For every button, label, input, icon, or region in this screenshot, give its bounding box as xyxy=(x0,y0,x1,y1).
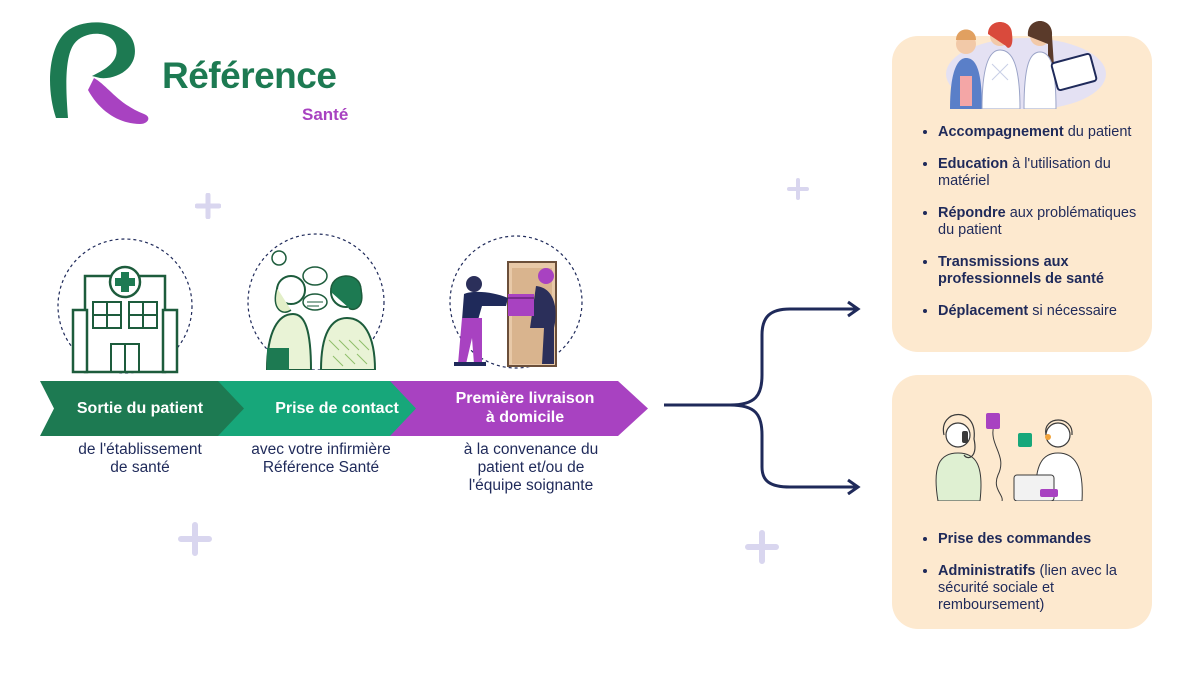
admin-services-card: Prise des commandes Administratifs (lien… xyxy=(892,375,1152,629)
nurse-patient-icon xyxy=(247,233,385,370)
nurses-icon xyxy=(946,21,1106,109)
step-2-label: Prise de contact xyxy=(275,400,399,417)
brand-name: Référence xyxy=(162,55,337,96)
step-1-description: de l'établissement de santé xyxy=(78,441,202,476)
brand-logo-icon xyxy=(50,22,149,124)
nursing-services-list: Accompagnement du patient Education à l'… xyxy=(916,124,1154,335)
admin-services-list: Prise des commandes Administratifs (lien… xyxy=(916,531,1158,629)
process-banner xyxy=(40,381,648,436)
plus-icon xyxy=(787,178,809,200)
list-item: Transmissions aux professionnels de sant… xyxy=(938,254,1154,288)
home-delivery-icon xyxy=(449,235,583,369)
step-2-chevron xyxy=(218,381,438,436)
step-1-chevron xyxy=(40,381,266,436)
hospital-icon xyxy=(57,238,193,374)
step-3-label: Première livraison à domicile xyxy=(455,390,595,426)
step-3-description: à la convenance du patient et/ou de l'éq… xyxy=(463,441,599,494)
list-item: Administratifs (lien avec la sécurité so… xyxy=(938,563,1158,614)
step-2-description: avec votre infirmière Référence Santé xyxy=(251,441,391,476)
plus-icon xyxy=(178,522,212,556)
list-item: Accompagnement du patient xyxy=(938,124,1154,141)
list-item: Education à l'utilisation du matériel xyxy=(938,156,1154,190)
call-center-icon xyxy=(935,413,1083,501)
list-item: Déplacement si nécessaire xyxy=(938,303,1154,320)
list-item: Répondre aux problématiques du patient xyxy=(938,205,1154,239)
plus-icon xyxy=(745,530,779,564)
step-1-label: Sortie du patient xyxy=(76,400,204,417)
branch-connector xyxy=(664,300,861,495)
plus-icon xyxy=(195,193,221,219)
list-item: Prise des commandes xyxy=(938,531,1158,548)
nursing-services-card: Accompagnement du patient Education à l'… xyxy=(892,21,1154,352)
step-3-chevron xyxy=(390,381,648,436)
brand-subtitle: Santé xyxy=(302,105,349,124)
